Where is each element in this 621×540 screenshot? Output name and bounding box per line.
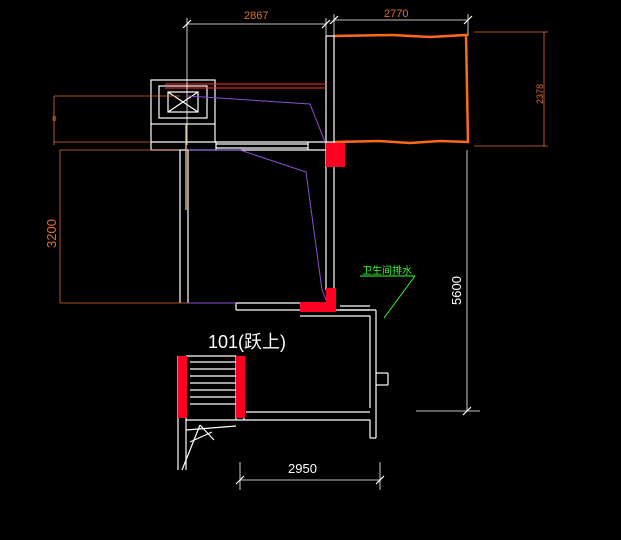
red-lines xyxy=(165,83,326,89)
walls xyxy=(150,35,389,471)
drain-leader xyxy=(360,275,416,319)
purple-guides xyxy=(187,95,327,304)
dim-bottom: 2950 xyxy=(288,461,317,476)
dim-right-small: 2378 xyxy=(535,84,545,104)
upper-right-outline xyxy=(333,33,470,145)
tick-marks xyxy=(182,15,473,485)
orange-dimension-lines xyxy=(53,31,548,304)
dimension-lines xyxy=(186,14,480,490)
dim-top-left: 2867 xyxy=(244,10,268,22)
dim-top-right: 2770 xyxy=(384,8,408,20)
dim-left-vertical: 3200 xyxy=(44,219,59,248)
structural-columns xyxy=(178,143,345,418)
left-marker: 8 xyxy=(52,115,56,123)
room-label: 101(跃上) xyxy=(208,332,286,352)
drain-note: 卫生间排水 xyxy=(362,264,412,277)
dim-right-large: 5600 xyxy=(449,276,464,305)
